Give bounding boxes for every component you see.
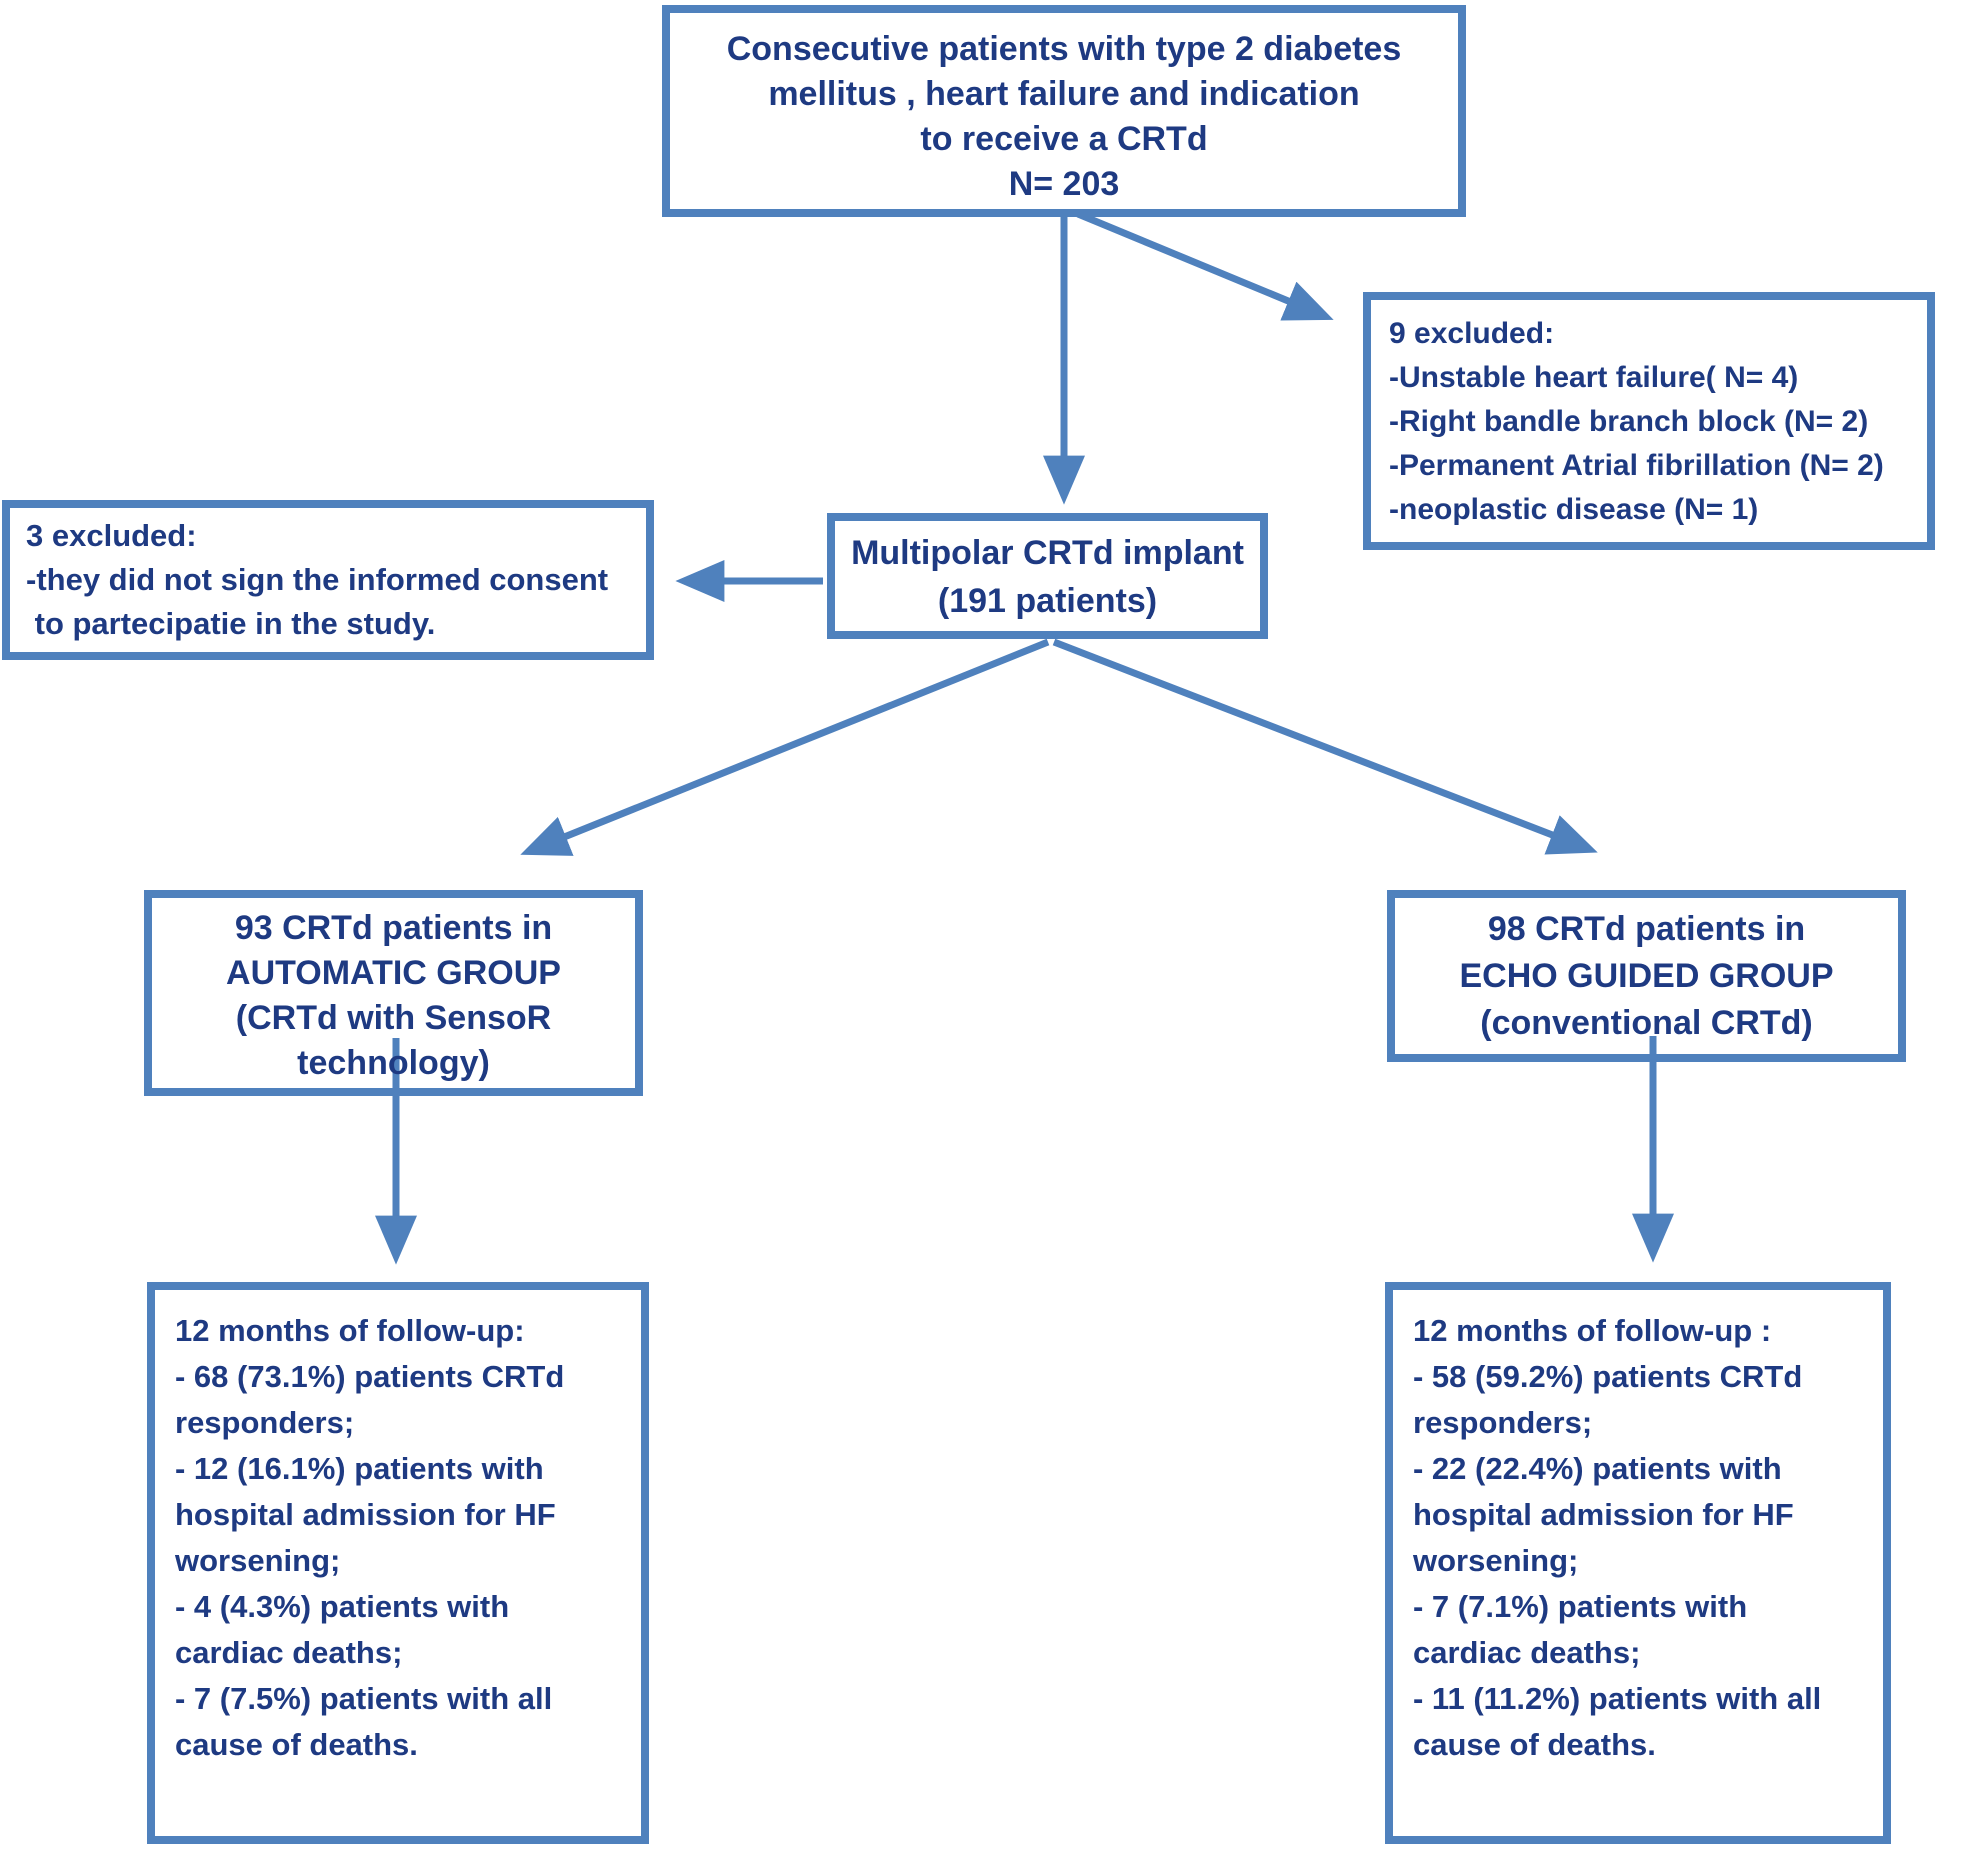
enrollment-count: N= 203 xyxy=(1008,165,1120,203)
excluded-left-item: to partecipatie in the study. xyxy=(26,606,436,641)
echo-followup-box: 12 months of follow-up : - 58 (59.2%) pa… xyxy=(1385,1282,1891,1844)
automatic-followup-line: - 7 (7.5%) patients with all xyxy=(175,1681,553,1716)
echo-group-line: 98 CRTd patients in xyxy=(1487,910,1806,948)
excluded-left-title: 3 excluded: xyxy=(26,518,197,553)
arrow-implant-to-echo-group xyxy=(1052,638,1598,855)
automatic-followup-line: responders; xyxy=(175,1405,355,1440)
automatic-followup-line: hospital admission for HF xyxy=(175,1497,556,1532)
automatic-followup-box: 12 months of follow-up: - 68 (73.1%) pat… xyxy=(147,1282,649,1844)
enrollment-line: mellitus , heart failure and indication xyxy=(768,75,1360,113)
enrollment-box: Consecutive patients with type 2 diabete… xyxy=(662,5,1466,217)
implant-count: (191 patients) xyxy=(937,582,1158,620)
echo-group-box: 98 CRTd patients in ECHO GUIDED GROUP (c… xyxy=(1387,890,1906,1062)
automatic-followup-line: - 12 (16.1%) patients with xyxy=(175,1451,544,1486)
automatic-group-line: (CRTd with SensoR xyxy=(235,999,552,1037)
automatic-followup-line: worsening; xyxy=(175,1543,341,1578)
echo-followup-title: 12 months of follow-up : xyxy=(1413,1313,1772,1348)
echo-group-line: ECHO GUIDED GROUP xyxy=(1459,957,1834,995)
excluded-right-item: -Right bandle branch block (N= 2) xyxy=(1389,405,1869,438)
echo-group-line: (conventional CRTd) xyxy=(1480,1004,1813,1042)
arrow-implant-to-automatic-group xyxy=(520,638,1050,856)
echo-followup-line: - 22 (22.4%) patients with xyxy=(1413,1451,1782,1486)
echo-followup-line: responders; xyxy=(1413,1405,1593,1440)
automatic-followup-line: - 68 (73.1%) patients CRTd xyxy=(175,1359,565,1394)
automatic-followup-line: - 4 (4.3%) patients with xyxy=(175,1589,510,1624)
implant-box: Multipolar CRTd implant (191 patients) xyxy=(827,513,1268,639)
excluded-right-item: -Unstable heart failure( N= 4) xyxy=(1389,361,1799,394)
excluded-right-item: -neoplastic disease (N= 1) xyxy=(1389,493,1759,526)
excluded-left-box: 3 excluded: -they did not sign the infor… xyxy=(2,500,654,660)
echo-followup-line: - 11 (11.2%) patients with all xyxy=(1413,1681,1822,1716)
echo-followup-line: cardiac deaths; xyxy=(1413,1635,1641,1670)
implant-line: Multipolar CRTd implant xyxy=(851,534,1244,572)
automatic-group-line: 93 CRTd patients in xyxy=(234,909,553,947)
excluded-right-box: 9 excluded: -Unstable heart failure( N= … xyxy=(1363,292,1935,550)
enrollment-line: Consecutive patients with type 2 diabete… xyxy=(726,30,1402,68)
automatic-group-line: technology) xyxy=(297,1044,490,1082)
arrow-enrollment-to-excluded-right xyxy=(1076,210,1334,321)
excluded-left-item: -they did not sign the informed consent xyxy=(26,562,609,597)
excluded-right-item: -Permanent Atrial fibrillation (N= 2) xyxy=(1389,449,1884,482)
echo-followup-line: - 58 (59.2%) patients CRTd xyxy=(1413,1359,1803,1394)
automatic-followup-line: cause of deaths. xyxy=(175,1727,418,1762)
automatic-group-box: 93 CRTd patients in AUTOMATIC GROUP (CRT… xyxy=(144,890,643,1096)
excluded-right-title: 9 excluded: xyxy=(1389,317,1555,350)
enrollment-line: to receive a CRTd xyxy=(920,120,1208,158)
automatic-followup-line: cardiac deaths; xyxy=(175,1635,403,1670)
echo-followup-line: cause of deaths. xyxy=(1413,1727,1656,1762)
automatic-group-line: AUTOMATIC GROUP xyxy=(226,954,561,992)
automatic-followup-title: 12 months of follow-up: xyxy=(175,1313,525,1348)
echo-followup-line: - 7 (7.1%) patients with xyxy=(1413,1589,1748,1624)
echo-followup-line: worsening; xyxy=(1413,1543,1579,1578)
echo-followup-line: hospital admission for HF xyxy=(1413,1497,1794,1532)
